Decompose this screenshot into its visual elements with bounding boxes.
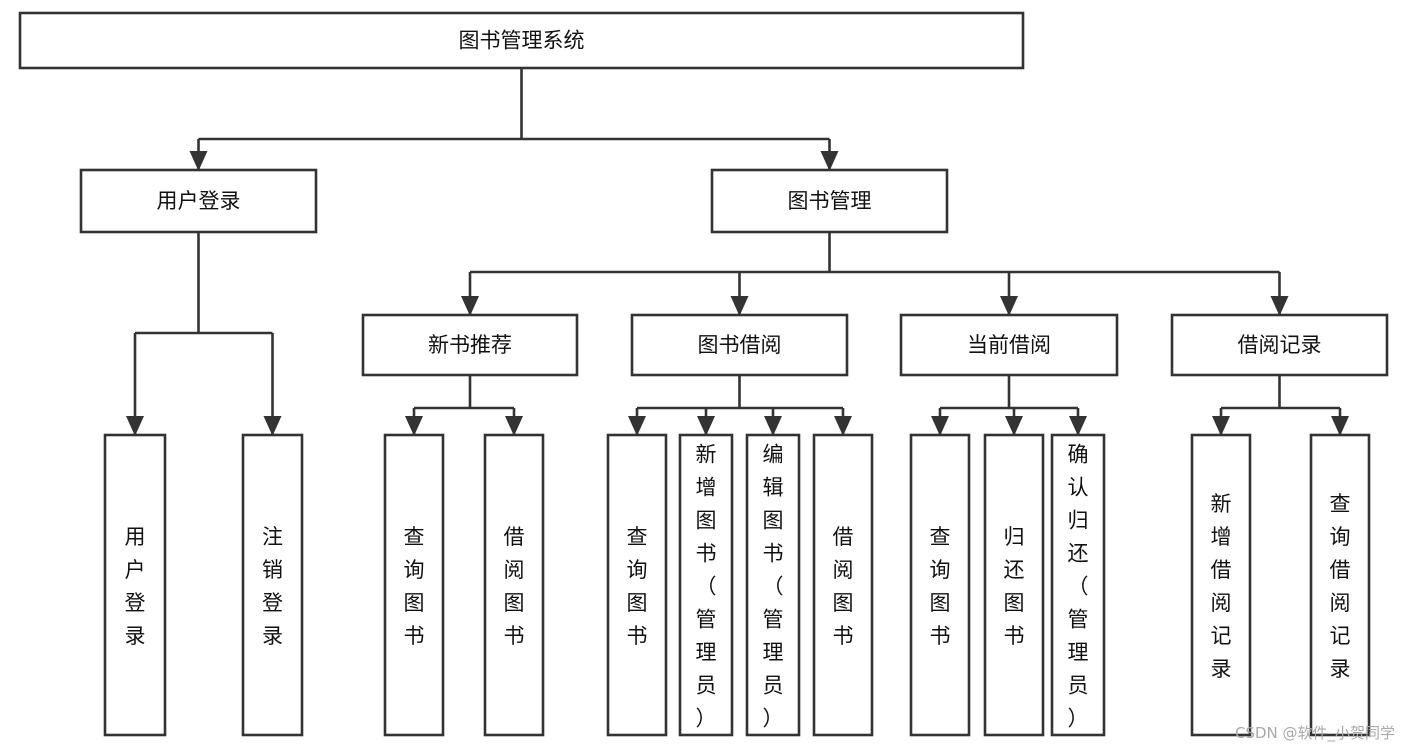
connector-layer	[126, 68, 1349, 436]
leaf-return-book[interactable]: 归还图书	[983, 433, 1045, 737]
leaf-user-login-label: 用户登录	[125, 525, 146, 648]
node-new-book-recommend-label: 新书推荐	[428, 333, 512, 357]
node-current-borrow-label: 当前借阅	[967, 333, 1051, 357]
leaf-query-borrow-record[interactable]: 查询借阅记录	[1309, 433, 1371, 737]
leaf-query-book-3-box	[909, 433, 971, 737]
conn-newbook-arrow-0	[405, 416, 423, 436]
node-borrow-record[interactable]: 借阅记录	[1170, 313, 1389, 377]
conn-borrow-arrow-0	[628, 416, 646, 436]
leaf-add-borrow-record[interactable]: 新增借阅记录	[1190, 433, 1252, 737]
leaf-user-login-box	[103, 433, 167, 737]
node-new-book-recommend[interactable]: 新书推荐	[361, 313, 579, 377]
leaf-query-book-2[interactable]: 查询图书	[606, 433, 668, 737]
leaf-add-borrow-record-box	[1190, 433, 1252, 737]
node-book-borrow[interactable]: 图书借阅	[630, 313, 849, 377]
conn-bookmgmt-arrow-3	[1270, 296, 1289, 316]
leaf-add-book-admin[interactable]: 新增图书（管理员）	[678, 433, 734, 737]
node-current-borrow-box	[899, 313, 1119, 377]
leaf-query-book-2-box	[606, 433, 668, 737]
conn-root-arrow-1	[820, 151, 839, 171]
leaf-query-borrow-record-box	[1309, 433, 1371, 737]
node-borrow-record-box	[1170, 313, 1389, 377]
leaf-query-book-1-label: 查询图书	[404, 525, 425, 648]
leaf-user-logout[interactable]: 注销登录	[241, 433, 304, 737]
leaf-add-borrow-record-label: 新增借阅记录	[1211, 492, 1232, 681]
leaf-edit-book-admin[interactable]: 编辑图书（管理员）	[745, 433, 801, 737]
leaf-query-book-1[interactable]: 查询图书	[383, 433, 445, 737]
conn-bookmgmt-arrow-2	[1000, 296, 1018, 316]
conn-current-arrow-1	[1005, 416, 1023, 436]
leaf-confirm-return-admin[interactable]: 确认归还（管理员）	[1050, 433, 1106, 737]
leaf-edit-book-admin-label: 编辑图书（管理员）	[763, 443, 784, 731]
conn-borrow-arrow-2	[764, 416, 782, 436]
leaf-borrow-book-2-label: 借阅图书	[833, 525, 854, 648]
leaf-borrow-book-1-box	[483, 433, 545, 737]
conn-current-arrow-0	[931, 416, 949, 436]
node-book-borrow-box	[630, 313, 849, 377]
node-book-management-system[interactable]: 图书管理系统	[18, 11, 1025, 70]
conn-newbook-arrow-1	[505, 416, 523, 436]
leaf-query-book-3-label: 查询图书	[930, 525, 951, 648]
node-new-book-recommend-box	[361, 313, 579, 377]
conn-root-arrow-0	[189, 151, 208, 171]
node-book-management-system-box	[18, 11, 1025, 70]
conn-userlogin-arrow-0	[126, 416, 144, 436]
leaf-borrow-book-1[interactable]: 借阅图书	[483, 433, 545, 737]
node-borrow-record-label: 借阅记录	[1238, 333, 1322, 357]
leaf-user-login[interactable]: 用户登录	[103, 433, 167, 737]
node-book-management-box	[710, 168, 949, 234]
node-book-management-system-label: 图书管理系统	[459, 29, 585, 53]
node-book-management-label: 图书管理	[788, 189, 872, 213]
conn-borrow-arrow-1	[697, 416, 715, 436]
leaf-return-book-box	[983, 433, 1045, 737]
conn-userlogin-arrow-1	[263, 416, 282, 436]
leaf-edit-book-admin-box	[745, 433, 801, 737]
leaf-borrow-book-1-label: 借阅图书	[504, 525, 525, 648]
leaf-confirm-return-admin-label: 确认归还（管理员）	[1068, 443, 1089, 731]
conn-bookmgmt-arrow-0	[461, 296, 479, 316]
leaf-return-book-label: 归还图书	[1004, 525, 1025, 648]
node-book-management[interactable]: 图书管理	[710, 168, 949, 234]
conn-current-arrow-2	[1069, 416, 1087, 436]
conn-bookmgmt-arrow-1	[730, 296, 749, 316]
leaf-query-book-2-label: 查询图书	[627, 525, 648, 648]
leaf-query-book-1-box	[383, 433, 445, 737]
conn-record-arrow-0	[1212, 416, 1230, 436]
leaf-confirm-return-admin-box	[1050, 433, 1106, 737]
watermark-text: CSDN @软件_小贺同学	[1234, 724, 1395, 742]
leaf-add-book-admin-label: 新增图书（管理员）	[696, 443, 717, 731]
leaf-query-borrow-record-label: 查询借阅记录	[1330, 492, 1351, 681]
conn-borrow-arrow-3	[834, 416, 852, 436]
leaf-add-book-admin-box	[678, 433, 734, 737]
node-current-borrow[interactable]: 当前借阅	[899, 313, 1119, 377]
leaf-query-book-3[interactable]: 查询图书	[909, 433, 971, 737]
node-user-login-label: 用户登录	[157, 189, 241, 213]
leaf-user-logout-label: 注销登录	[262, 525, 283, 648]
node-book-borrow-label: 图书借阅	[698, 333, 782, 357]
leaf-borrow-book-2[interactable]: 借阅图书	[812, 433, 874, 737]
node-user-login-box	[79, 168, 318, 234]
node-user-login[interactable]: 用户登录	[79, 168, 318, 234]
leaf-user-logout-box	[241, 433, 304, 737]
conn-record-arrow-1	[1331, 416, 1349, 436]
node-layer: 图书管理系统用户登录图书管理新书推荐图书借阅当前借阅借阅记录用户登录注销登录查询…	[18, 11, 1389, 737]
leaf-borrow-book-2-box	[812, 433, 874, 737]
